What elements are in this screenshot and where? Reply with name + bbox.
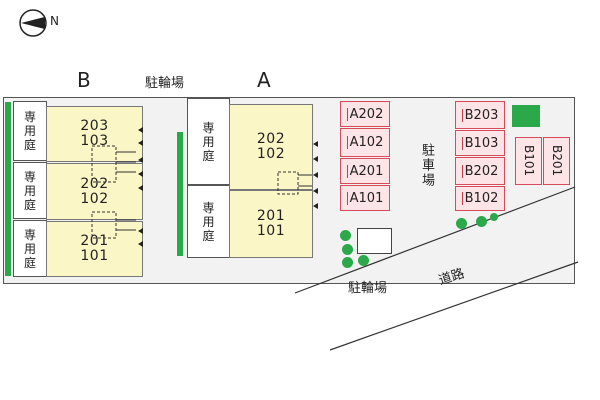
compass-icon (18, 8, 48, 38)
entry-marker (138, 241, 143, 247)
tree-icon (342, 244, 353, 255)
entry-marker (313, 188, 318, 194)
parking-slot-a201: A201 (340, 158, 390, 184)
tree-icon (476, 216, 487, 227)
entry-marker (313, 141, 318, 147)
parking-slot-a202: A202 (340, 101, 390, 127)
entry-marker (313, 172, 318, 178)
parking-slot-a101: A101 (340, 185, 390, 211)
entry-marker (138, 140, 143, 146)
parking-slot-b103: B103 (455, 130, 505, 156)
building-b-label: B (77, 68, 91, 92)
tree-icon (342, 257, 353, 268)
tree-icon (358, 255, 369, 266)
parking-slot-b202: B202 (455, 157, 505, 185)
parking-slot-b203: B203 (455, 101, 505, 129)
entry-marker (138, 228, 143, 234)
bike-parking-label-top: 駐輪場 (145, 76, 185, 91)
north-label: N (50, 14, 59, 28)
bike-parking-bottom (357, 228, 392, 254)
entry-marker (138, 185, 143, 191)
entry-marker (313, 203, 318, 209)
tree-icon (456, 218, 467, 229)
tree-icon (490, 213, 498, 221)
hedge-left (5, 102, 11, 276)
parking-slot-a102: A102 (340, 128, 390, 157)
bike-parking-label-bottom: 駐輪場 (348, 281, 388, 296)
parking-slot-b201: B201 (543, 137, 570, 185)
private-garden-b-2: 専用庭 (13, 162, 47, 219)
hedge-middle (177, 132, 183, 256)
private-garden-a-1: 専用庭 (187, 98, 230, 185)
green-area (512, 105, 540, 127)
parking-slot-b102: B102 (455, 186, 505, 211)
building-a-label: A (257, 68, 271, 92)
entry-marker (138, 127, 143, 133)
parking-label: 駐車場 (419, 143, 434, 188)
entry-marker (138, 171, 143, 177)
entry-marker (313, 156, 318, 162)
entry-marker (138, 157, 143, 163)
parking-slot-b101: B101 (515, 137, 542, 185)
private-garden-b-3: 専用庭 (13, 220, 47, 277)
tree-icon (340, 230, 351, 241)
